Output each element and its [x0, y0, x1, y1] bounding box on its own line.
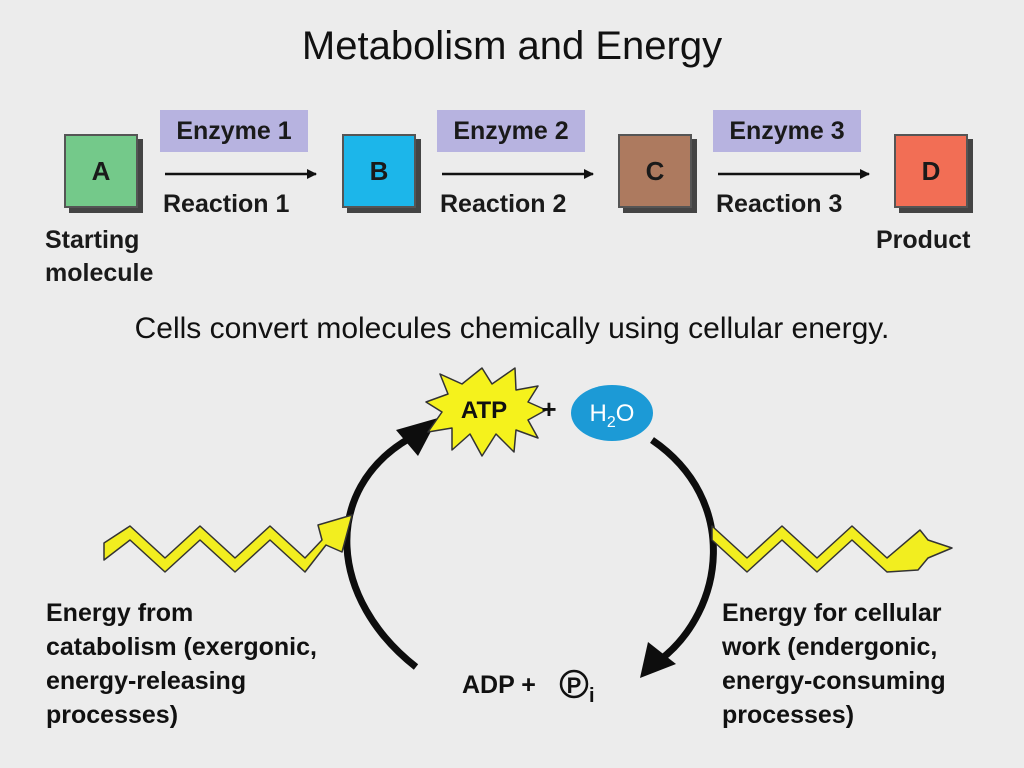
product-label: Product	[876, 226, 971, 254]
catabolism-energy-text: Energy from catabolism (exergonic, energ…	[46, 596, 317, 732]
molecule-b-box: B	[342, 134, 416, 208]
water-h: H	[590, 400, 607, 427]
catabolism-line-2: catabolism (exergonic,	[46, 633, 317, 661]
molecule-c-label: C	[645, 155, 665, 186]
atp-label: ATP	[461, 397, 507, 424]
molecule-d-box: D	[894, 134, 968, 208]
catabolism-line-1: Energy from	[46, 599, 194, 627]
water-o: O	[616, 400, 635, 427]
atp-plus-sign: +	[541, 394, 556, 424]
molecule-a-box: A	[64, 134, 138, 208]
catabolism-line-3: energy-releasing	[46, 667, 247, 695]
starting-molecule-line-1: Starting	[45, 226, 140, 254]
work-line-3: energy-consuming	[722, 667, 946, 695]
catabolism-line-4: processes)	[46, 701, 179, 729]
page-title: Metabolism and Energy	[301, 24, 723, 68]
reaction-3-label: Reaction 3	[716, 190, 843, 218]
starting-molecule-line-2: molecule	[45, 259, 154, 287]
work-line-2: work (endergonic,	[722, 633, 938, 661]
enzyme-2-label: Enzyme 2	[437, 110, 585, 152]
molecule-d-label: D	[921, 155, 941, 186]
water-molecule-oval	[571, 385, 653, 441]
phosphate-circle	[559, 669, 589, 699]
hydrolysis-arrowhead	[640, 642, 676, 678]
enzyme-1-label: Enzyme 1	[160, 110, 308, 152]
atp-starburst	[425, 367, 547, 457]
cellular-work-energy-text: Energy for cellular work (endergonic, en…	[722, 596, 946, 732]
phosphate-subscript: i	[589, 685, 595, 707]
molecule-a-label: A	[91, 155, 111, 186]
starting-molecule-label: Starting molecule	[45, 224, 153, 290]
work-line-4: processes)	[722, 701, 855, 729]
molecule-b-label: B	[369, 155, 389, 186]
water-subscript: 2	[607, 414, 616, 431]
cellular-work-energy-zigzag	[711, 525, 953, 573]
adp-label: ADP +	[462, 671, 536, 699]
synthesis-arrowhead	[396, 418, 438, 456]
hydrolysis-arc	[650, 437, 717, 663]
enzyme-3-label: Enzyme 3	[713, 110, 861, 152]
synthesis-arc	[343, 434, 419, 670]
water-label: H2O	[590, 400, 635, 431]
molecule-c-box: C	[618, 134, 692, 208]
catabolism-energy-zigzag	[103, 514, 353, 573]
reaction-1-label: Reaction 1	[163, 190, 290, 218]
phosphate-label: P	[567, 673, 582, 698]
reaction-2-label: Reaction 2	[440, 190, 567, 218]
subtitle: Cells convert molecules chemically using…	[134, 312, 890, 345]
work-line-1: Energy for cellular	[722, 599, 942, 627]
